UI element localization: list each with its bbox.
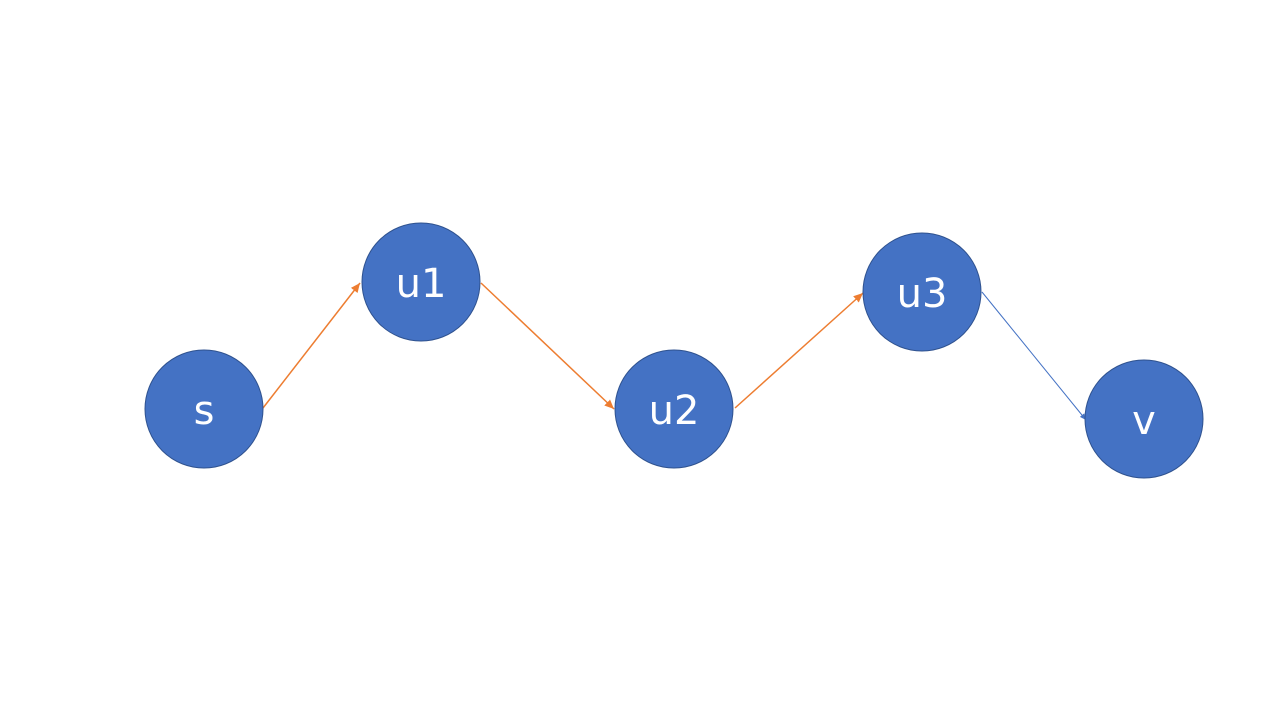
edges xyxy=(262,282,1087,421)
node-v: v xyxy=(1084,359,1204,479)
node-s-circle xyxy=(144,349,264,469)
node-u1-label: u1 xyxy=(396,261,447,307)
node-u3-circle xyxy=(862,232,982,352)
edge-u1-u2 xyxy=(480,282,615,410)
node-u2: u2 xyxy=(614,349,734,469)
node-v-circle xyxy=(1084,359,1204,479)
node-u2-circle xyxy=(614,349,734,469)
node-s: s xyxy=(144,349,264,469)
node-u2-label: u2 xyxy=(649,388,700,434)
node-v-label: v xyxy=(1132,398,1156,444)
edge-u3-v xyxy=(981,291,1087,421)
edge-u2-u3 xyxy=(734,292,864,409)
edge-s-u1 xyxy=(262,282,361,409)
node-u3: u3 xyxy=(862,232,982,352)
node-u1-circle xyxy=(361,222,481,342)
node-u3-label: u3 xyxy=(897,271,948,317)
node-s-label: s xyxy=(194,388,215,434)
node-u1: u1 xyxy=(361,222,481,342)
